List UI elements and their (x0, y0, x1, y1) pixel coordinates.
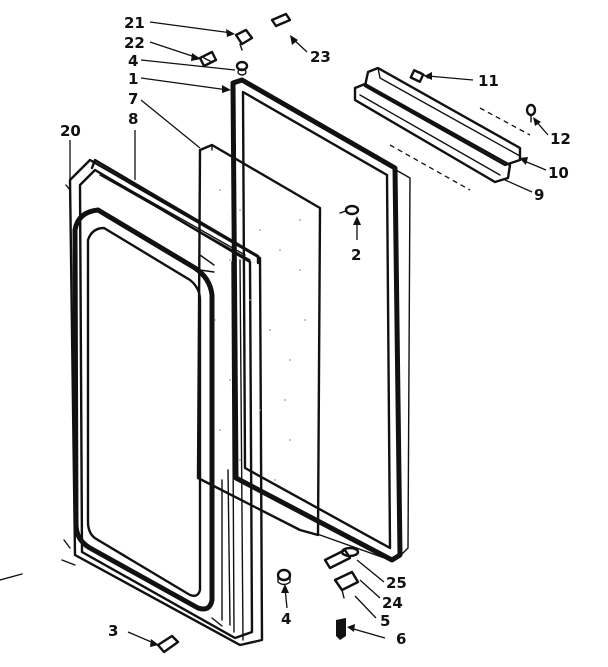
leader-lines (0, 21, 549, 647)
callout-21: 21 (124, 14, 145, 32)
callout-22: 22 (124, 34, 145, 52)
callout-23: 23 (310, 48, 331, 66)
callout-24: 24 (382, 594, 403, 612)
hinge-pin-bottom (276, 568, 292, 586)
callout-7: 7 (128, 90, 138, 108)
bottom-screw (336, 618, 346, 640)
callout-3: 3 (108, 622, 118, 640)
door-outer-panel (61, 158, 264, 647)
washer-top (235, 60, 249, 76)
bottom-hinge-parts (323, 546, 360, 599)
door-gasket (230, 77, 411, 563)
callout-20: 20 (60, 122, 81, 140)
door-liner (90, 158, 260, 265)
callout-9: 9 (534, 186, 544, 204)
door-handle (353, 66, 531, 191)
callout-4-bottom: 4 (281, 610, 291, 628)
handle-screw (525, 103, 537, 123)
callout-10: 10 (548, 164, 569, 182)
hinge-bushing (198, 50, 218, 68)
insulation-block (196, 143, 322, 537)
door-stop-pin (156, 634, 180, 654)
gasket-screw (339, 204, 360, 216)
callout-25: 25 (386, 574, 407, 592)
hinge-pin-top (234, 28, 254, 51)
callout-12: 12 (550, 130, 571, 148)
hinge-screw-top (270, 12, 292, 28)
callout-4-top: 4 (128, 52, 138, 70)
callout-8: 8 (128, 110, 138, 128)
callout-1: 1 (128, 70, 138, 88)
callout-2: 2 (351, 246, 361, 264)
callout-6: 6 (396, 630, 406, 648)
callout-labels: 21 22 23 4 1 7 8 20 11 12 10 9 2 25 24 5… (60, 14, 571, 648)
callout-11: 11 (478, 72, 499, 90)
callout-5: 5 (380, 612, 390, 630)
